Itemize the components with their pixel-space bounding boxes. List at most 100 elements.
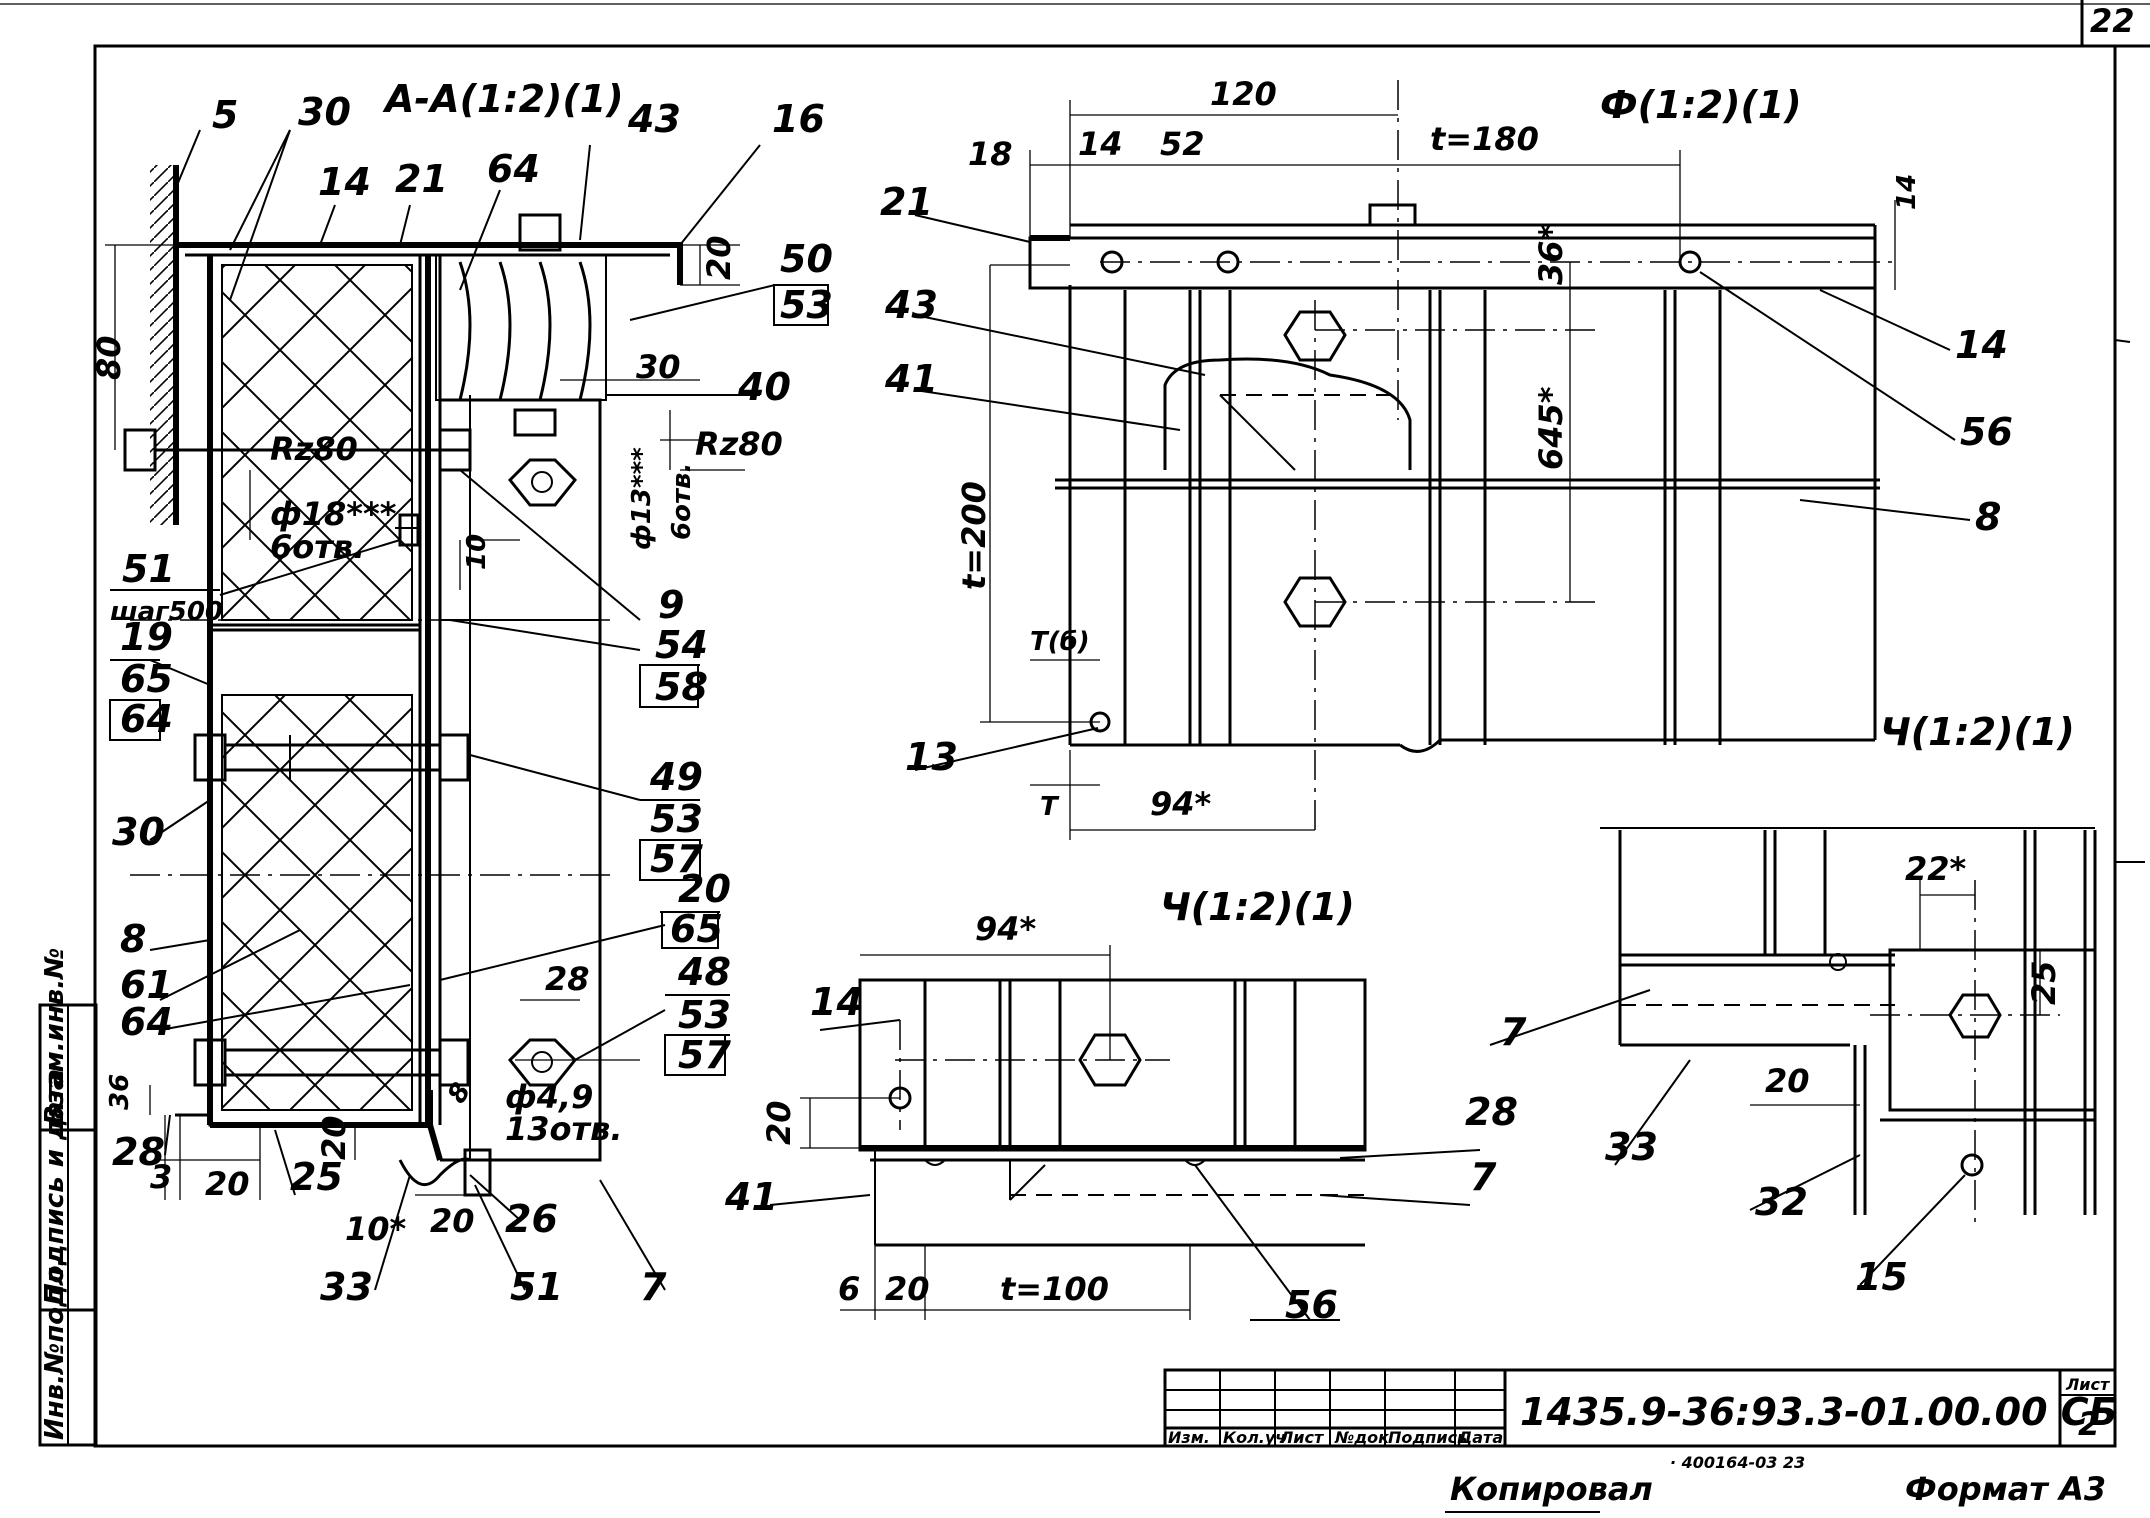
callout: 57 bbox=[678, 1033, 731, 1077]
view-ch-right-title: Ч(1:2)(1) bbox=[1880, 710, 2075, 754]
dim: 28 bbox=[545, 960, 590, 998]
tb-header-kol: Кол.уч bbox=[1223, 1428, 1286, 1447]
dim: 14 bbox=[1892, 174, 1922, 210]
dim: 120 bbox=[1210, 75, 1277, 113]
callout: 14 bbox=[318, 160, 371, 204]
callout: 5 bbox=[212, 93, 238, 137]
tb-header-date: Дата bbox=[1457, 1428, 1503, 1447]
callout: 51 bbox=[122, 547, 175, 591]
tb-designation: 1435.9-36:93.3-01.00.00 СБ bbox=[1520, 1390, 2118, 1434]
side-stamp bbox=[38, 1003, 98, 1447]
callout: 54 bbox=[655, 623, 708, 667]
callout: 30 bbox=[298, 90, 351, 134]
callout: 64 bbox=[487, 147, 540, 191]
callout: 43 bbox=[884, 283, 938, 327]
view-ch-right: Ч(1:2)(1) bbox=[1489, 710, 2097, 1286]
dim: Rz80 bbox=[695, 425, 783, 463]
callout: 7 bbox=[1500, 1010, 1527, 1054]
view-ch-bottom-title: Ч(1:2)(1) bbox=[1160, 885, 1355, 929]
view-ch-right-labels: 22* 25 7 33 20 32 15 bbox=[1500, 850, 2063, 1299]
section-aa-leaders bbox=[149, 129, 776, 1291]
callout: 28 bbox=[1465, 1090, 1518, 1134]
dim: 6 bbox=[838, 1270, 860, 1308]
dim: 645* bbox=[1532, 386, 1570, 470]
callout: 33 bbox=[320, 1265, 373, 1309]
dim: ф4,9 bbox=[505, 1078, 593, 1116]
dim: 20 bbox=[315, 1115, 353, 1160]
footer-format: Формат А3 bbox=[1905, 1470, 2106, 1508]
dim: T(б) bbox=[1030, 627, 1090, 657]
callout: шаг500 bbox=[110, 597, 223, 627]
callout: 56 bbox=[1285, 1283, 1338, 1327]
dim: 6отв. bbox=[667, 463, 697, 540]
dim: 30 bbox=[636, 348, 681, 386]
section-aa: А-А(1:2)(1) bbox=[105, 77, 745, 1200]
dim: 3 bbox=[150, 1158, 172, 1196]
callout: 26 bbox=[505, 1197, 558, 1241]
callout: 13 bbox=[905, 735, 958, 779]
callout: 57 bbox=[650, 837, 703, 881]
callout: 53 bbox=[678, 993, 731, 1037]
dim: 20 bbox=[760, 1100, 798, 1145]
callout: 16 bbox=[772, 97, 825, 141]
stamp-replace-inv: Взам.инв.№ bbox=[40, 948, 70, 1125]
section-aa-callouts: 5 30 43 16 14 21 64 50 53 40 51 шаг500 9… bbox=[90, 90, 833, 1309]
dim: 52 bbox=[1160, 125, 1205, 163]
dim: t=200 bbox=[955, 481, 993, 590]
dim: 8 bbox=[442, 1078, 477, 1109]
callout: 15 bbox=[1855, 1255, 1908, 1299]
callout: 21 bbox=[880, 180, 933, 224]
callout: 65 bbox=[120, 657, 173, 701]
callout: 25 bbox=[290, 1155, 343, 1199]
view-f-stiffeners bbox=[1123, 290, 1722, 745]
dim: 6отв. bbox=[270, 528, 365, 566]
callout: 48 bbox=[677, 950, 731, 994]
sheet-corner-number: 22 bbox=[2090, 2, 2135, 40]
tb-header-sign: Подпись bbox=[1388, 1428, 1467, 1447]
dim: 36* bbox=[1532, 223, 1570, 285]
view-ch-bottom-labels: 94* 14 20 41 28 7 6 20 t=100 56 bbox=[724, 910, 1518, 1327]
callout: 41 bbox=[884, 357, 938, 401]
dim: T bbox=[1040, 792, 1060, 822]
callout: 14 bbox=[810, 980, 863, 1024]
callout: 43 bbox=[627, 97, 681, 141]
callout: 53 bbox=[650, 797, 703, 841]
tb-sheet-number: 2 bbox=[2078, 1405, 2100, 1443]
dim: Rz80 bbox=[270, 430, 358, 468]
dim: 13отв. bbox=[505, 1110, 622, 1148]
dim: 18 bbox=[968, 135, 1013, 173]
callout: 9 bbox=[658, 583, 684, 627]
dim: t=180 bbox=[1430, 120, 1539, 158]
dim: 25 bbox=[2025, 960, 2063, 1005]
callout: 65 bbox=[670, 907, 723, 951]
callout: 14 bbox=[1955, 323, 2008, 367]
callout: 8 bbox=[120, 917, 146, 961]
callout: 61 bbox=[120, 963, 173, 1007]
callout: 28 bbox=[112, 1130, 165, 1174]
callout: 64 bbox=[120, 1000, 173, 1044]
callout: 40 bbox=[737, 365, 791, 409]
dim: 80 bbox=[90, 335, 128, 380]
dim: t=100 bbox=[1000, 1270, 1109, 1308]
callout: 30 bbox=[112, 810, 165, 854]
footer-copied: Копировал bbox=[1450, 1470, 1653, 1508]
callout: 53 bbox=[780, 283, 833, 327]
callout: 7 bbox=[640, 1265, 667, 1309]
dim: 20 bbox=[1765, 1062, 1810, 1100]
view-f-labels: 120 14 52 t=180 18 14 36* 645* t=200 T(б… bbox=[880, 75, 2013, 823]
stamp-signature-date: Подпись и дата bbox=[40, 1069, 70, 1305]
section-aa-title: А-А(1:2)(1) bbox=[382, 77, 624, 121]
footer-stamp-code: · 400164-03 23 bbox=[1670, 1453, 1805, 1472]
callout: 32 bbox=[1755, 1180, 1808, 1224]
dim: 20 bbox=[430, 1202, 475, 1240]
title-block bbox=[1163, 1368, 2117, 1448]
dim: 36 bbox=[105, 1074, 135, 1110]
dim: 22* bbox=[1905, 850, 1967, 888]
callout: 41 bbox=[724, 1175, 778, 1219]
dim: 94* bbox=[1150, 785, 1212, 823]
dim: 20 bbox=[700, 235, 738, 280]
tb-header-list: Лист bbox=[1279, 1428, 1325, 1447]
tb-header-izm: Изм. bbox=[1168, 1428, 1210, 1447]
callout: 50 bbox=[780, 237, 833, 281]
